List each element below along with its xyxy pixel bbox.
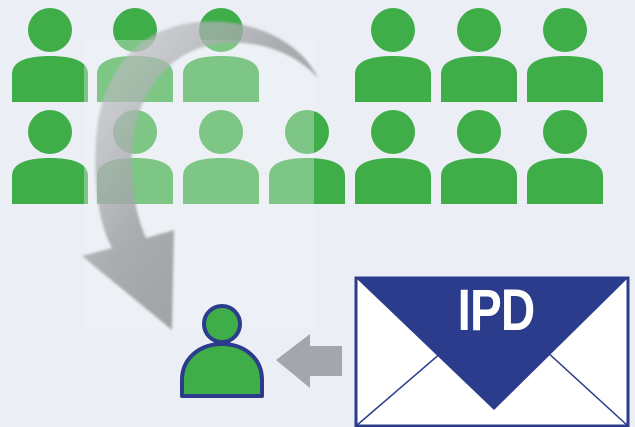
person-head <box>543 110 587 154</box>
person-body <box>12 56 88 102</box>
person-icon <box>527 110 603 204</box>
person-head <box>457 110 501 154</box>
person-head <box>285 110 329 154</box>
person-head <box>371 8 415 52</box>
person-body <box>441 158 517 204</box>
person-icon <box>527 8 603 102</box>
person-icon <box>269 110 345 204</box>
envelope-icon <box>354 276 630 427</box>
person-head <box>371 110 415 154</box>
person-icon <box>12 110 88 204</box>
person-body <box>355 158 431 204</box>
selected-person-icon <box>180 304 264 398</box>
curved-arrow-icon <box>82 21 318 330</box>
person-head <box>28 110 72 154</box>
person-body <box>527 158 603 204</box>
person-head <box>457 8 501 52</box>
left-arrow-icon <box>276 334 342 388</box>
person-body <box>441 56 517 102</box>
person-head <box>28 8 72 52</box>
person-icon <box>12 8 88 102</box>
person-body <box>183 158 259 204</box>
person-body <box>355 56 431 102</box>
person-body <box>527 56 603 102</box>
person-icon <box>441 8 517 102</box>
person-icon <box>183 110 259 204</box>
person-head <box>199 110 243 154</box>
person-head <box>543 8 587 52</box>
person-icon <box>355 110 431 204</box>
person-body <box>12 158 88 204</box>
person-body <box>269 158 345 204</box>
person-icon <box>355 8 431 102</box>
person-icon <box>441 110 517 204</box>
person-body <box>183 56 259 102</box>
envelope-label: IPD <box>457 278 536 343</box>
